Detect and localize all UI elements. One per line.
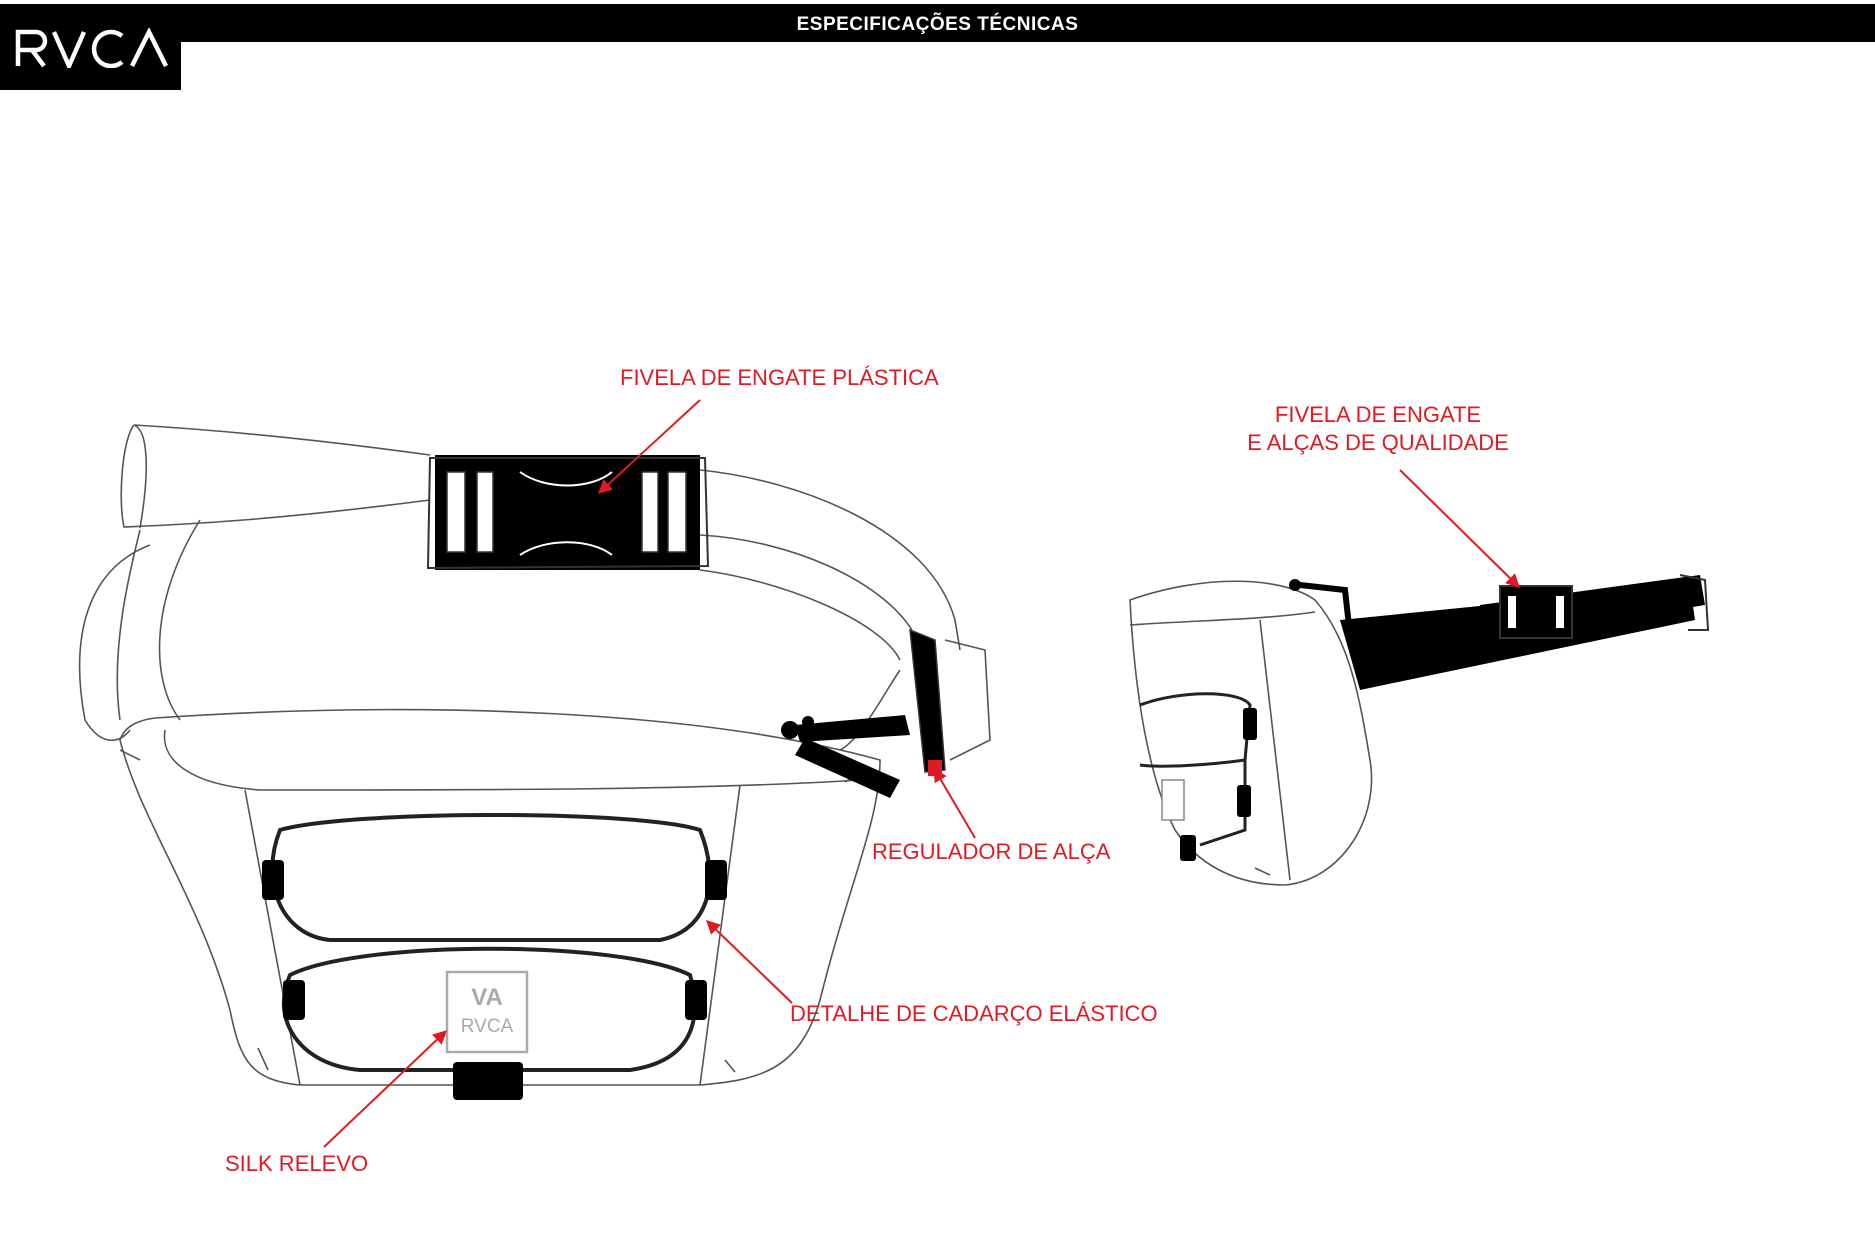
rvca-logo-icon [15, 28, 169, 68]
front-buckle [426, 455, 710, 570]
callout-silk-relief: SILK RELEVO [225, 1151, 369, 1176]
arrow-buckle-quality [1399, 469, 1520, 588]
callout-strap-regulator: REGULADOR DE ALÇA [872, 839, 1111, 864]
callout-arrows [323, 399, 1520, 1148]
right-strap [699, 469, 961, 651]
arrow-buckle-plastic [597, 399, 701, 494]
bag-logo-word: RVCA [461, 1016, 514, 1037]
zipper-pulls [781, 715, 910, 798]
side-elastic-cord [1139, 692, 1252, 847]
callout-elastic-cord: DETALHE DE CADARÇO ELÁSTICO [790, 1001, 1158, 1026]
cord-stoppers [262, 860, 727, 1100]
cord-lock [453, 1062, 523, 1100]
arrow-strap-regulator [933, 767, 976, 839]
left-strap [120, 424, 431, 528]
arrow-silk-relief [323, 1030, 448, 1148]
side-cord-stoppers [1180, 708, 1257, 861]
brand-logo [0, 4, 181, 90]
callout-buckle-quality-line2: E ALÇAS DE QUALIDADE [1247, 430, 1509, 455]
callout-buckle-quality-line1: FIVELA DE ENGATE [1274, 402, 1482, 427]
strap-adjuster [909, 628, 991, 776]
callout-buckle-plastic: FIVELA DE ENGATE PLÁSTICA [620, 365, 939, 390]
page-title: ESPECIFICAÇÕES TÉCNICAS [796, 14, 1079, 35]
side-strap [1289, 574, 1710, 690]
front-bag-view [78, 424, 961, 1086]
arrow-elastic-cord [705, 920, 793, 1004]
bag-logo-mark: VA [471, 984, 503, 1011]
bag-body [119, 708, 881, 1086]
header-bar: ESPECIFICAÇÕES TÉCNICAS [0, 4, 1875, 42]
silk-relief-logo: VA RVCA [445, 970, 529, 1054]
